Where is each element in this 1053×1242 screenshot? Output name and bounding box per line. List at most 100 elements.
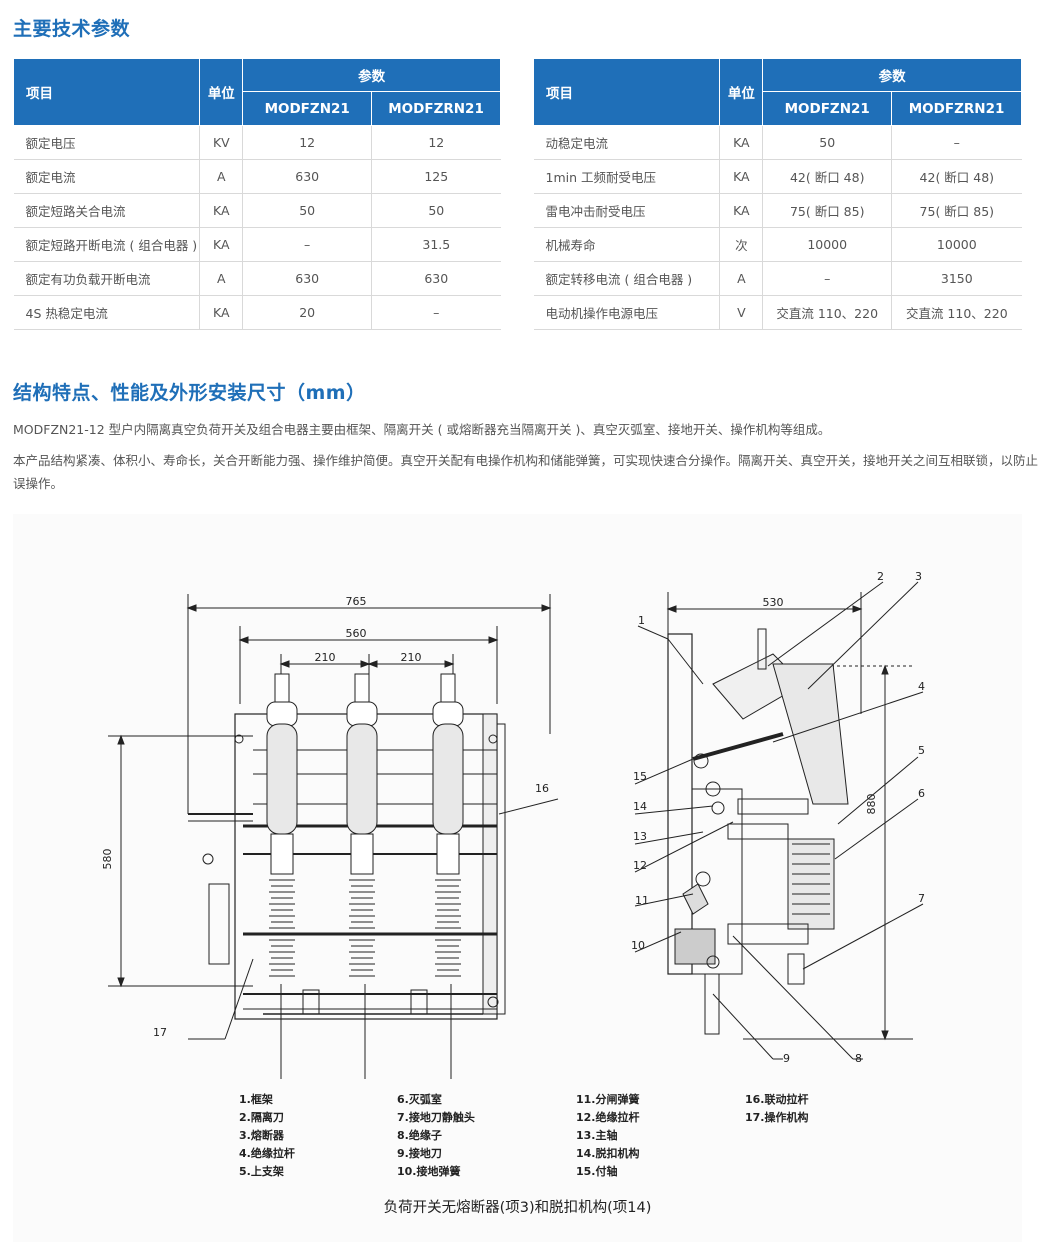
legend-item: 5.上支架 — [239, 1165, 284, 1178]
header-item: 项目 — [12, 58, 201, 126]
header-col2: MODFZRN21 — [891, 91, 1022, 126]
callout-12: 12 — [633, 859, 647, 872]
callout-6: 6 — [918, 787, 925, 800]
legend-item: 14.脱扣机构 — [576, 1147, 640, 1160]
legend-item: 7.接地刀静触头 — [397, 1111, 475, 1124]
legend-item: 2.隔离刀 — [239, 1111, 284, 1124]
cell-value: 20 — [242, 295, 372, 330]
cell-unit: A — [719, 261, 763, 296]
cell-item: 额定电流 — [13, 159, 200, 194]
callout-8: 8 — [855, 1052, 862, 1065]
cell-value: 50 — [371, 193, 501, 228]
section-title-parameters: 主要技术参数 — [13, 18, 131, 40]
callout-17: 17 — [153, 1026, 167, 1039]
callout-14: 14 — [633, 800, 647, 813]
cell-item: 额定短路关合电流 — [13, 193, 200, 228]
description-paragraph-1: MODFZN21-12 型户内隔离真空负荷开关及组合电器主要由框架、隔离开关 (… — [13, 422, 831, 437]
cell-value: 630 — [371, 261, 501, 296]
dim-210a: 210 — [315, 651, 336, 664]
cell-value: 50 — [242, 193, 372, 228]
legend-item: 3.熔断器 — [239, 1129, 284, 1142]
cell-value: 交直流 110、220 — [762, 295, 892, 330]
callout-2: 2 — [877, 570, 884, 583]
legend-item: 11.分闸弹簧 — [576, 1093, 640, 1106]
cell-unit: KA — [199, 295, 243, 330]
legend-item: 13.主轴 — [576, 1129, 618, 1142]
legend-item: 1.框架 — [239, 1093, 273, 1106]
cell-value: 42( 断口 48) — [762, 159, 892, 194]
legend-col-4: 16.联动拉杆 17.操作机构 — [745, 1091, 809, 1127]
dim-210b: 210 — [401, 651, 422, 664]
dim-880: 880 — [865, 794, 878, 815]
cell-item: 机械寿命 — [533, 227, 720, 262]
table-row: 额定转移电流 ( 组合电器 )A–3150 — [533, 261, 1022, 296]
cell-value: – — [891, 125, 1022, 160]
cell-value: 630 — [242, 159, 372, 194]
header-params: 参数 — [762, 58, 1022, 92]
cell-value: – — [242, 227, 372, 262]
legend-item: 8.绝缘子 — [397, 1129, 442, 1142]
legend-col-2: 6.灭弧室 7.接地刀静触头 8.绝缘子 9.接地刀 10.接地弹簧 — [397, 1091, 475, 1181]
section-title-structure: 结构特点、性能及外形安装尺寸（mm） — [13, 382, 366, 404]
dim-560: 560 — [346, 627, 367, 640]
cell-value: – — [371, 295, 501, 330]
cell-value: 31.5 — [371, 227, 501, 262]
callout-9: 9 — [783, 1052, 790, 1065]
cell-item: 额定有功负载开断电流 — [13, 261, 200, 296]
callout-13: 13 — [633, 830, 647, 843]
legend-item: 4.绝缘拉杆 — [239, 1147, 295, 1160]
description-paragraph-2: 本产品结构紧凑、体积小、寿命长，关合开断能力强、操作维护简便。真空开关配有电操作… — [13, 453, 1039, 491]
cell-item: 额定电压 — [13, 125, 200, 160]
cell-unit: KA — [719, 125, 763, 160]
cell-value: 3150 — [891, 261, 1022, 296]
cell-item: 4S 热稳定电流 — [13, 295, 200, 330]
cell-unit: KV — [199, 125, 243, 160]
callout-5: 5 — [918, 744, 925, 757]
legend-col-3: 11.分闸弹簧 12.绝缘拉杆 13.主轴 14.脱扣机构 15.付轴 — [576, 1091, 640, 1181]
cell-value: 交直流 110、220 — [891, 295, 1022, 330]
header-unit: 单位 — [719, 58, 764, 126]
cell-unit: KA — [719, 193, 763, 228]
header-col2: MODFZRN21 — [371, 91, 501, 126]
legend-item: 9.接地刀 — [397, 1147, 442, 1160]
cell-item: 动稳定电流 — [533, 125, 720, 160]
callout-4: 4 — [918, 680, 925, 693]
cell-item: 额定转移电流 ( 组合电器 ) — [533, 261, 720, 296]
callout-16: 16 — [535, 782, 549, 795]
legend-col-1: 1.框架 2.隔离刀 3.熔断器 4.绝缘拉杆 5.上支架 — [239, 1091, 295, 1181]
cell-value: 630 — [242, 261, 372, 296]
dim-580: 580 — [101, 849, 114, 870]
drawing-svg: 765 560 210 210 580 530 880 1 2 3 4 5 6 … — [101, 570, 925, 1079]
cell-item: 1min 工频耐受电压 — [533, 159, 720, 194]
cell-value: 75( 断口 85) — [891, 193, 1022, 228]
callout-15: 15 — [633, 770, 647, 783]
cell-item: 雷电冲击耐受电压 — [533, 193, 720, 228]
cell-value: – — [762, 261, 892, 296]
callout-1: 1 — [638, 614, 645, 627]
dim-765: 765 — [346, 595, 367, 608]
legend-item: 10.接地弹簧 — [397, 1165, 461, 1178]
cell-value: 10000 — [891, 227, 1022, 262]
callout-11: 11 — [635, 894, 649, 907]
cell-item: 额定短路开断电流 ( 组合电器 ) — [13, 227, 200, 262]
table-row: 额定短路开断电流 ( 组合电器 )KA–31.5 — [13, 227, 501, 262]
cell-unit: 次 — [719, 227, 763, 262]
legend-item: 6.灭弧室 — [397, 1093, 442, 1106]
cell-value: 75( 断口 85) — [762, 193, 892, 228]
legend-item: 12.绝缘拉杆 — [576, 1111, 640, 1124]
cell-value: 125 — [371, 159, 501, 194]
header-item: 项目 — [532, 58, 721, 126]
cell-unit: V — [719, 295, 763, 330]
